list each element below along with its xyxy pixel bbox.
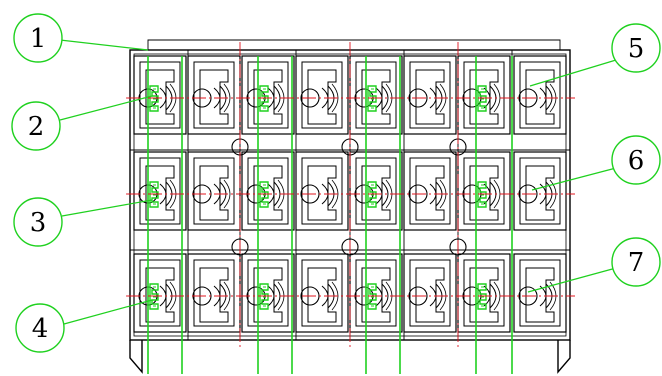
terminal-cell <box>513 151 567 231</box>
terminal-cell <box>241 55 295 135</box>
terminal-cell <box>133 151 187 231</box>
callout-5: 5 <box>611 23 661 73</box>
terminal-cell <box>295 253 349 333</box>
terminal-cell <box>241 151 295 231</box>
terminal-cell <box>403 151 457 231</box>
terminal-cell <box>403 55 457 135</box>
callout-6-label: 6 <box>628 146 645 176</box>
terminal-cell <box>349 55 403 135</box>
centerlines <box>126 42 575 350</box>
terminal-cell <box>403 253 457 333</box>
callout-7-label: 7 <box>628 248 645 278</box>
terminal-cell <box>187 151 241 231</box>
terminal-cell <box>133 55 187 135</box>
callout-7: 7 <box>611 237 661 287</box>
callout-1-label: 1 <box>30 24 47 54</box>
callout-4: 4 <box>15 303 65 353</box>
terminal-cell <box>133 253 187 333</box>
terminal-cell <box>295 55 349 135</box>
terminal-cell <box>457 55 511 135</box>
callout-2-label: 2 <box>28 112 45 142</box>
terminal-cell <box>513 55 567 135</box>
terminal-cell <box>187 253 241 333</box>
contact-spring <box>259 283 269 310</box>
contact-spring <box>367 181 377 208</box>
terminal-cell <box>295 151 349 231</box>
callout-4-label: 4 <box>32 314 49 344</box>
contact-spring <box>367 283 377 310</box>
callout-2: 2 <box>11 101 61 151</box>
callout-1: 1 <box>13 13 63 63</box>
callout-6: 6 <box>611 135 661 185</box>
terminal-cell <box>187 55 241 135</box>
terminal-cell <box>349 151 403 231</box>
callout-5-label: 5 <box>628 34 645 64</box>
terminal-cell <box>241 253 295 333</box>
terminal-cell <box>349 253 403 333</box>
green-pins <box>147 56 513 374</box>
contact-spring <box>259 181 269 208</box>
mounting-holes <box>231 138 467 256</box>
terminal-cell <box>513 253 567 333</box>
contact-spring <box>259 85 269 112</box>
terminal-cell <box>457 253 511 333</box>
leader-lines <box>59 39 617 325</box>
terminal-cell <box>457 151 511 231</box>
callout-3-label: 3 <box>30 208 47 238</box>
callout-3: 3 <box>13 197 63 247</box>
contact-spring <box>367 85 377 112</box>
